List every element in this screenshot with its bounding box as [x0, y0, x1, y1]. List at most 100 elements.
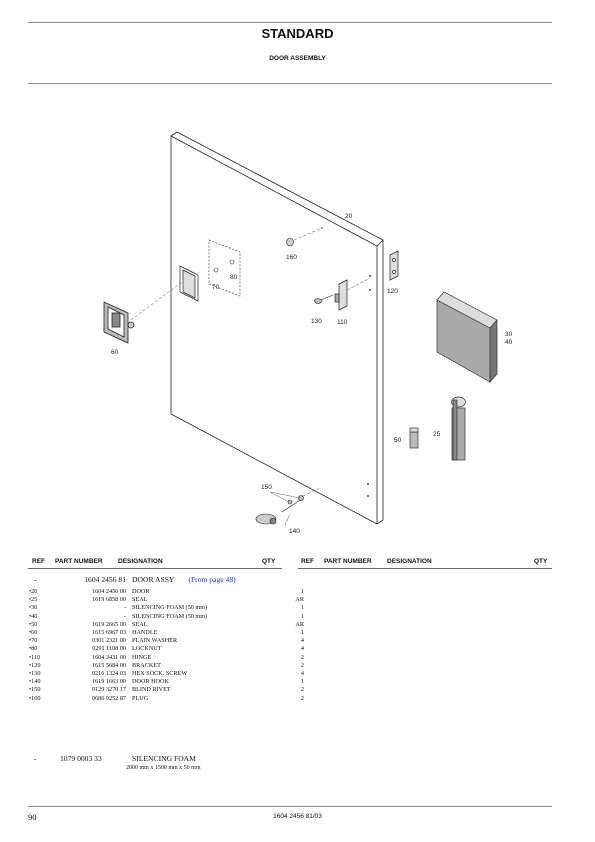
part-number-cell: -	[123, 604, 126, 612]
hook-part	[255, 495, 304, 525]
part-number-cell: 1615 5684 00	[91, 661, 126, 669]
foam-part	[436, 291, 498, 383]
table-row: •30-SILENCING FOAM (50 mm)1	[28, 604, 304, 612]
handle-cutout	[179, 265, 199, 302]
designation-cell: LOCKNUT	[132, 645, 162, 653]
footer-rule	[28, 806, 552, 807]
callout-60: 60	[111, 349, 119, 356]
screw-part	[314, 294, 334, 304]
designation-cell: HINGE	[132, 653, 152, 661]
hinge-part	[334, 279, 348, 311]
qty-cell: 2	[300, 694, 304, 702]
qty-cell: 1	[300, 678, 304, 686]
col-partnumber-left: PART NUMBER	[55, 558, 103, 565]
part-number-cell: 0216 1324 03	[91, 670, 126, 678]
col-designation-right: DESIGNATION	[387, 558, 432, 565]
foam-entry: - 1079 0003 33 SILENCING FOAM 2000 mm x 15…	[28, 754, 201, 771]
leader-150a	[269, 491, 290, 503]
foam-part-number: 1079 0003 33	[60, 754, 102, 763]
ref-cell: •110	[29, 653, 41, 661]
foam-designation: SILENCING FOAM	[132, 754, 196, 763]
part-number-cell: 1604 2456 00	[91, 588, 126, 595]
callout-25: 25	[433, 431, 441, 438]
qty-cell: 2	[300, 653, 304, 661]
door-holes	[321, 227, 371, 497]
ref-cell: •120	[29, 661, 41, 669]
part-number-cell: 1619 2665 00	[91, 620, 126, 628]
designation-cell: HANDLE	[132, 629, 158, 637]
leader-110	[346, 277, 371, 291]
col-ref-left: REF	[32, 558, 45, 565]
designation-cell: BRACKET	[132, 661, 161, 669]
designation-cell: DOOR	[132, 588, 150, 595]
part-number-cell: -	[123, 612, 126, 620]
door-panel	[170, 131, 384, 525]
foam-ref: -	[34, 754, 37, 763]
qty-cell: 2	[300, 661, 304, 669]
designation-cell: HEX SOCK. SCREW	[132, 670, 188, 678]
ref-cell: •160	[29, 694, 41, 702]
page-title: STANDARD	[261, 26, 334, 41]
col-qty-right: QTY	[534, 558, 548, 565]
callout-120: 120	[387, 288, 398, 295]
table-row-assy: - 1604 2456 81 DOOR ASSY(From page 48)	[28, 574, 304, 585]
col-ref-right: REF	[301, 558, 314, 565]
designation-cell: DOOR ASSY(From page 48)	[132, 574, 304, 585]
qty-cell: 4	[300, 637, 304, 645]
plug-part	[286, 237, 294, 247]
designation-cell: SILENCING FOAM (50 mm)	[132, 604, 208, 612]
callout-150: 150	[261, 484, 272, 491]
qty-cell: 2	[300, 686, 304, 694]
ref-cell: •40	[29, 612, 38, 620]
part-number-cell: 1604 2456 81	[84, 575, 126, 584]
document-number: 1604 2456 81/03	[273, 813, 322, 820]
ref-cell: -	[34, 575, 37, 584]
mounting-plate	[208, 239, 241, 297]
leader-hook	[302, 487, 321, 497]
callout-110: 110	[337, 319, 348, 326]
part-number-cell: 1619 1663 00	[91, 678, 126, 686]
ref-cell: •150	[29, 686, 41, 694]
qty-cell: 1	[300, 612, 304, 620]
callout-140: 140	[289, 528, 300, 535]
designation-cell: PLAIN WASHER	[132, 637, 178, 645]
part-number-cell: 0686 9252 87	[91, 694, 126, 702]
callout-40: 40	[505, 339, 513, 346]
leader-150b	[269, 491, 301, 499]
designation-cell: SEAL	[132, 620, 148, 628]
seal-50-part	[409, 427, 419, 449]
qty-cell: AR	[295, 620, 304, 628]
foam-row: - 1079 0003 33 SILENCING FOAM	[28, 754, 201, 763]
ref-cell: •60	[29, 629, 38, 637]
ref-cell: •20	[29, 588, 38, 595]
part-number-cell: 0291 1108 00	[92, 645, 126, 653]
ref-cell: •30	[29, 604, 38, 612]
part-number-cell: 1619 6858 00	[91, 596, 126, 604]
designation-cell: SILENCING FOAM (50 mm)	[132, 612, 208, 620]
callout-160: 160	[286, 254, 297, 261]
ref-cell: •140	[29, 678, 41, 686]
designation-cell: SEAL	[132, 596, 148, 604]
ref-cell: •130	[29, 670, 41, 678]
callout-50: 50	[394, 437, 402, 444]
part-number-cell: 0301 2321 00	[91, 637, 126, 645]
callout-30: 30	[505, 331, 513, 338]
header-rule	[28, 83, 552, 84]
bracket-part	[389, 250, 399, 281]
leader-140	[284, 513, 291, 526]
callout-20: 20	[345, 213, 353, 220]
foam-dimensions: 2000 mm x 1500 mm x 50 mm	[126, 765, 201, 771]
ref-cell: •70	[29, 637, 38, 645]
table-row: •120 1615 5684 00 BRACKET 2	[28, 662, 304, 670]
parts-table: - 1604 2456 81 DOOR ASSY(From page 48) •…	[28, 574, 304, 703]
qty-cell: 4	[300, 645, 304, 653]
